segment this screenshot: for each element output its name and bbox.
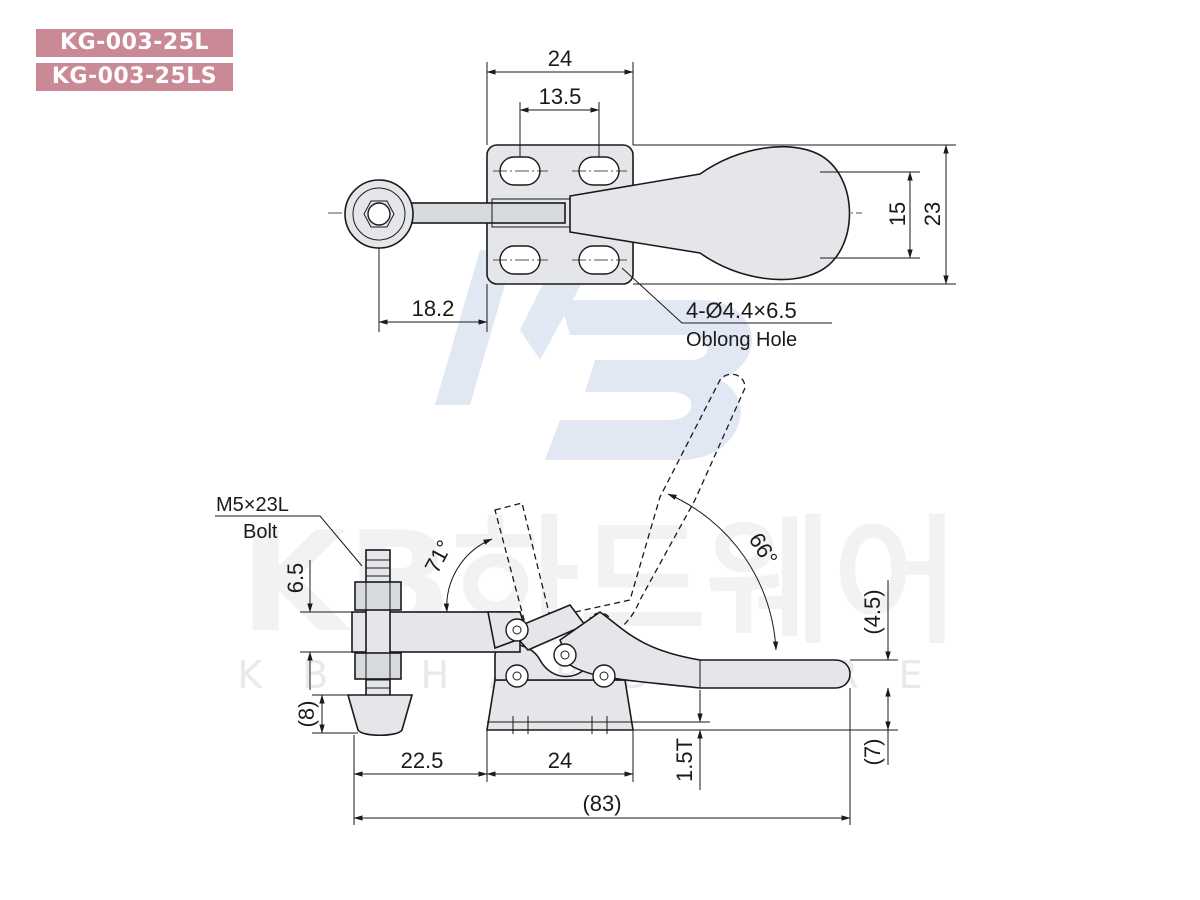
upper-nut xyxy=(354,581,402,611)
spindle-tip xyxy=(346,694,414,737)
hole-callout-label: 4-Ø4.4×6.5 xyxy=(686,298,797,323)
model-tag-1: KG-003-25L xyxy=(36,29,233,57)
slot-top xyxy=(491,198,571,228)
handle-top xyxy=(569,145,851,281)
hole-type-label: Oblong Hole xyxy=(686,329,797,351)
bolt-spec-label: M5×23L xyxy=(216,494,289,516)
dim-overall-height-label: 23 xyxy=(920,202,945,226)
angle-arc-71 xyxy=(443,538,493,613)
dim-handle-top-label: (4.5) xyxy=(860,589,885,634)
side-view: 71° 66° M5×23L Bolt 6.5 (8) 22.5 24 (83) xyxy=(215,373,898,825)
bolt-label: Bolt xyxy=(243,521,278,543)
dim-base-label: 24 xyxy=(548,748,572,773)
dim-handle-bottom-label: (7) xyxy=(860,739,885,766)
dim-reach-label: 22.5 xyxy=(401,748,444,773)
pivot-pins xyxy=(505,618,616,688)
dim-hole-pitch-label: 13.5 xyxy=(539,84,582,109)
dim-thread-label: 6.5 xyxy=(283,563,308,594)
dim-total-label: (83) xyxy=(582,791,621,816)
dim-width-label: 24 xyxy=(548,46,572,71)
dim-handle-width-label: 15 xyxy=(885,202,910,226)
dim-spindle-label: (8) xyxy=(294,701,319,728)
model-tag-2: KG-003-25LS xyxy=(36,63,233,91)
bolt-leader xyxy=(215,515,363,567)
clamp-bolt xyxy=(346,549,414,737)
lower-nut xyxy=(354,652,402,680)
top-view: 24 13.5 15 23 18.2 4-Ø4.4×6.5 Oblong Hol… xyxy=(328,46,956,351)
arm-bar-top xyxy=(404,202,566,224)
dim-thickness-label: 1.5T xyxy=(672,738,697,782)
base-hole-marks xyxy=(512,716,608,734)
angle-arc-66 xyxy=(667,493,779,651)
bolt-head-top xyxy=(344,179,414,249)
oblong-holes xyxy=(493,156,627,275)
dim-offset-label: 18.2 xyxy=(412,296,455,321)
